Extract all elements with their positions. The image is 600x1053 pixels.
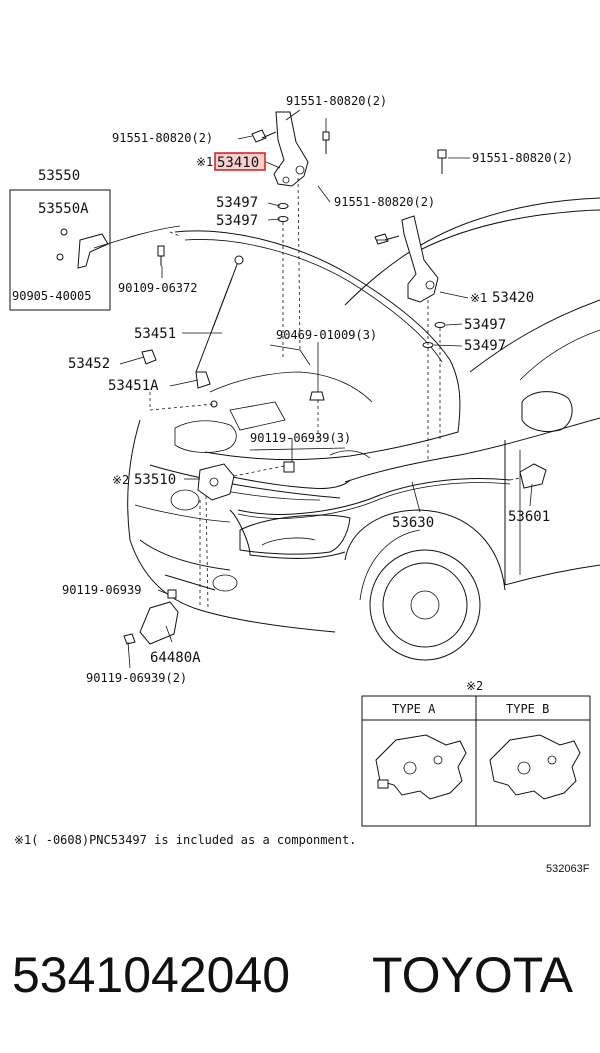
label-53452: 53452 [68, 356, 110, 372]
clip-icon [157, 245, 165, 266]
label-53601: 53601 [508, 509, 550, 525]
label-53451a: 53451A [108, 378, 159, 394]
label-53420: 53420 [492, 290, 534, 306]
bolt-icon [123, 633, 136, 645]
bolt-icon [251, 129, 277, 143]
label-53497-b: 53497 [216, 213, 258, 229]
clip-icon [309, 391, 325, 401]
hood-rod-box [9, 189, 111, 311]
inset-type-b: TYPE B [506, 702, 549, 716]
label-90119-3: 90119-06939(3) [250, 431, 351, 445]
lock-type-b-drawing [489, 734, 581, 800]
strut-bracket [195, 371, 211, 389]
hood-hinge-right [401, 215, 439, 303]
hood-rod [77, 233, 109, 269]
label-53550a: 53550A [38, 201, 89, 217]
lock-type-inset: ※2 TYPE A TYPE B [361, 679, 591, 827]
vehicle-outline [127, 197, 600, 661]
parts [56, 111, 547, 645]
label-53550: 53550 [38, 168, 80, 184]
part-labels: 91551-80820(2) 91551-80820(2) 91551-8082… [12, 94, 573, 685]
inset-type-a: TYPE A [392, 702, 436, 716]
label-90109: 90109-06372 [118, 281, 197, 295]
part-number-caption: 5341042040 [12, 947, 290, 1003]
label-hinge-mark: ※1 [196, 155, 213, 169]
hood-hinge-left [273, 111, 309, 187]
washer-icon [434, 322, 446, 328]
release-lever [519, 463, 547, 489]
label-53510: 53510 [134, 472, 176, 488]
label-64480a: 64480A [150, 650, 201, 666]
label-90119-single: 90119-06939 [62, 583, 141, 597]
label-53630: 53630 [392, 515, 434, 531]
bolt-icon [322, 131, 330, 154]
hood-strut-body [211, 277, 233, 331]
label-53497-d: 53497 [464, 338, 506, 354]
figure-code: 532063F [546, 863, 590, 875]
label-53510-mark: ※2 [112, 473, 129, 487]
bolt-icon [283, 461, 295, 473]
bolt-icon [167, 589, 177, 599]
label-90119-2: 90119-06939(2) [86, 671, 187, 685]
brand-caption: TOYOTA [372, 947, 574, 1003]
label-53497-a: 53497 [216, 195, 258, 211]
bolt-icon [437, 149, 447, 174]
label-91551-left: 91551-80820(2) [112, 131, 213, 145]
lock-bracket [139, 601, 179, 645]
strut-clip [141, 349, 157, 365]
label-91551-right: 91551-80820(2) [472, 151, 573, 165]
leader-lines [119, 109, 533, 669]
footnote: ※1( -0608)PNC53497 is included as a comp… [14, 833, 356, 847]
label-91551-mid: 91551-80820(2) [334, 195, 435, 209]
bolt-icon [374, 233, 400, 245]
washer-icon [277, 203, 289, 209]
label-90905: 90905-40005 [12, 289, 91, 303]
highlight-box [214, 152, 266, 171]
label-90469: 90469-01009(3) [276, 328, 377, 342]
inset-mark: ※2 [466, 679, 483, 693]
label-53451: 53451 [134, 326, 176, 342]
label-53420-mark: ※1 [470, 291, 487, 305]
label-91551-top: 91551-80820(2) [286, 94, 387, 108]
hood-lock [197, 463, 235, 501]
label-53410: 53410 [217, 155, 259, 171]
lock-type-a-drawing [375, 734, 467, 800]
label-53497-c: 53497 [464, 317, 506, 333]
